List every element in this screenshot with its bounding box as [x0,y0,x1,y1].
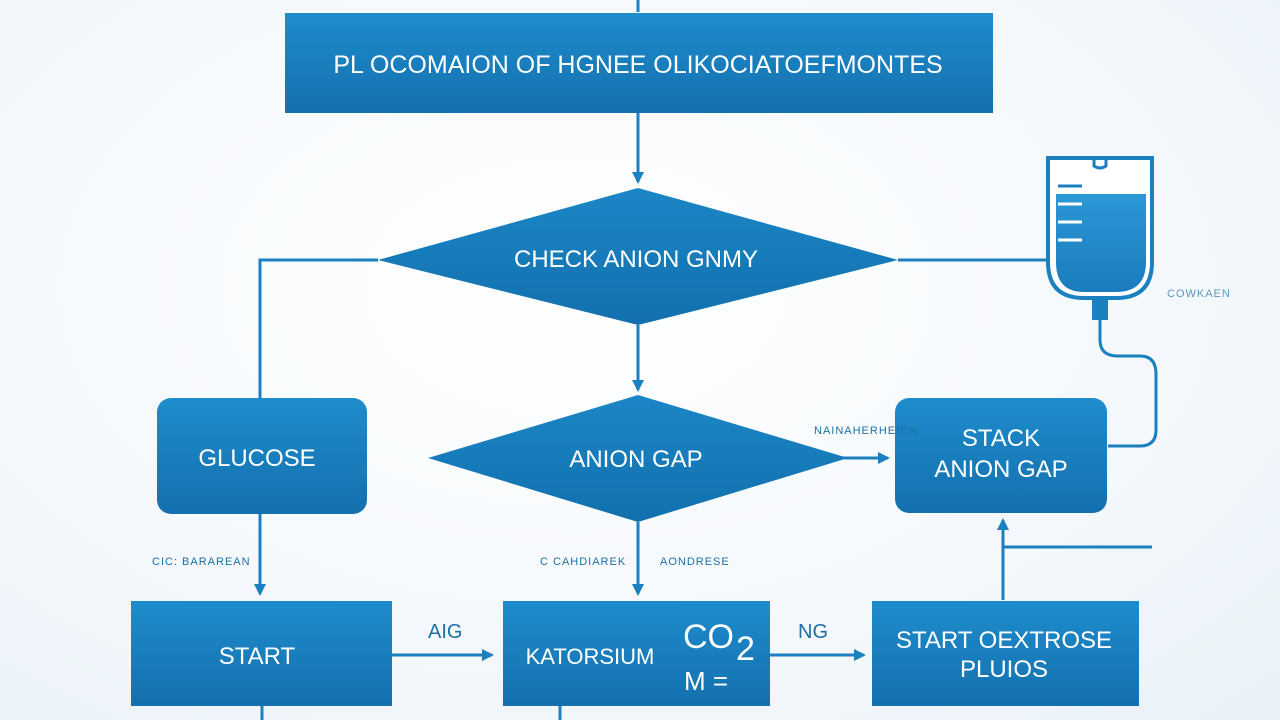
start-box[interactable]: START [131,601,392,706]
label-katorsium-to-dextrose: NG [798,621,828,643]
katorsium-box[interactable]: KATORSIUM CO 2 M = [503,601,770,706]
edge-labels: CIC: BARAREAN C CAHDIAREK AONDRESE NAINA… [152,288,1231,643]
stack-label-line1: STACK [962,425,1040,452]
label-start-to-katorsium: AIG [428,621,462,643]
katorsium-sub-label: M = [684,666,728,696]
co2-label: CO [683,618,734,656]
glucose-label: GLUCOSE [198,445,315,472]
label-left-vertical: CIC: BARAREAN [152,556,251,568]
anion-gap-label: ANION GAP [569,446,702,473]
dextrose-label-line1: START OEXTROSE [896,627,1112,654]
label-iv-bag: COWKAEN [1167,288,1231,300]
title-text: PL OCOMAION OF HGNEE OLIKOCIATOEFMONTES [333,51,942,79]
stack-label-line2: ANION GAP [934,456,1067,483]
dextrose-label-line2: PLUIOS [960,656,1048,683]
label-mid-vertical-right: AONDRESE [660,556,730,568]
check-anion-decision[interactable]: CHECK ANION GNMY [378,188,898,325]
connector-iv-tube [1098,318,1158,448]
check-anion-label: CHECK ANION GNMY [514,246,758,273]
start-dextrose-box[interactable]: START OEXTROSE PLUIOS [872,601,1139,706]
start-label: START [219,643,296,670]
glucose-box[interactable]: GLUCOSE [157,398,367,514]
label-to-stack: NAINAHERHEIEN [814,425,917,437]
connector-check-to-glucose [258,258,378,398]
katorsium-label: KATORSIUM [526,644,655,669]
stack-anion-gap-box[interactable]: STACK ANION GAP [895,398,1107,513]
anion-gap-decision[interactable]: ANION GAP [428,395,848,522]
co2-subscript: 2 [736,630,755,668]
label-mid-vertical-left: C CAHDIAREK [540,556,626,568]
iv-bag-icon [1046,156,1154,320]
title-box[interactable]: PL OCOMAION OF HGNEE OLIKOCIATOEFMONTES [285,13,993,113]
